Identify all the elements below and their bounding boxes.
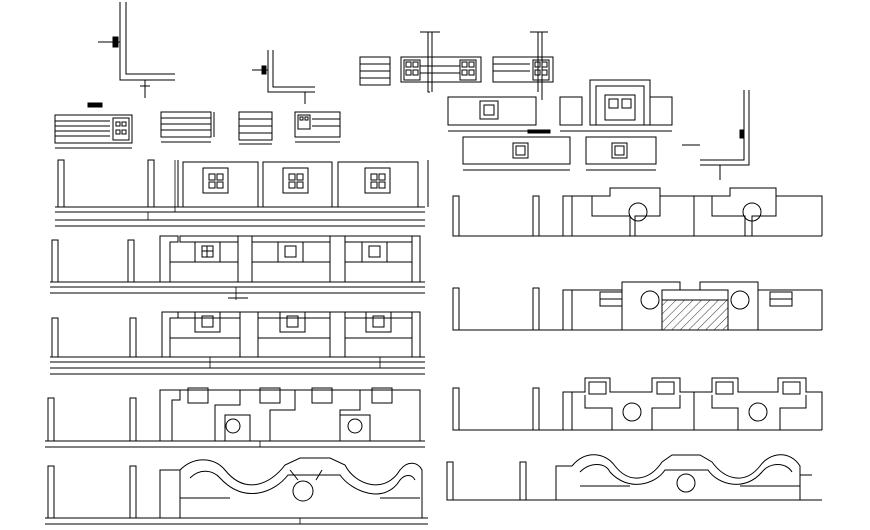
detail-block-c	[239, 112, 272, 144]
detail-block-e	[360, 57, 390, 85]
elevation-right-1	[453, 188, 822, 236]
elevation-right-4	[447, 455, 822, 500]
detail-block-g	[493, 57, 553, 82]
elevation-right-2	[453, 282, 822, 330]
detail-block-j	[463, 130, 570, 170]
detail-block-k	[586, 137, 656, 170]
corner-detail-4	[682, 90, 749, 180]
elevation-left-4	[45, 388, 425, 447]
detail-block-b	[161, 112, 214, 142]
gate-hatch	[662, 300, 728, 330]
elevation-left-3	[50, 312, 425, 374]
corner-detail-1	[98, 2, 175, 98]
detail-block-i	[560, 80, 672, 131]
elevation-right-3	[453, 378, 822, 430]
corner-detail-2	[252, 50, 315, 104]
detail-block-d	[295, 112, 340, 142]
detail-block-a	[55, 103, 132, 148]
elevation-left-2	[50, 236, 425, 298]
detail-block-h	[448, 97, 536, 131]
elevation-left-1	[55, 160, 428, 226]
elevation-left-5	[45, 458, 428, 524]
detail-block-f	[401, 57, 481, 82]
dimension-marks	[148, 160, 380, 524]
